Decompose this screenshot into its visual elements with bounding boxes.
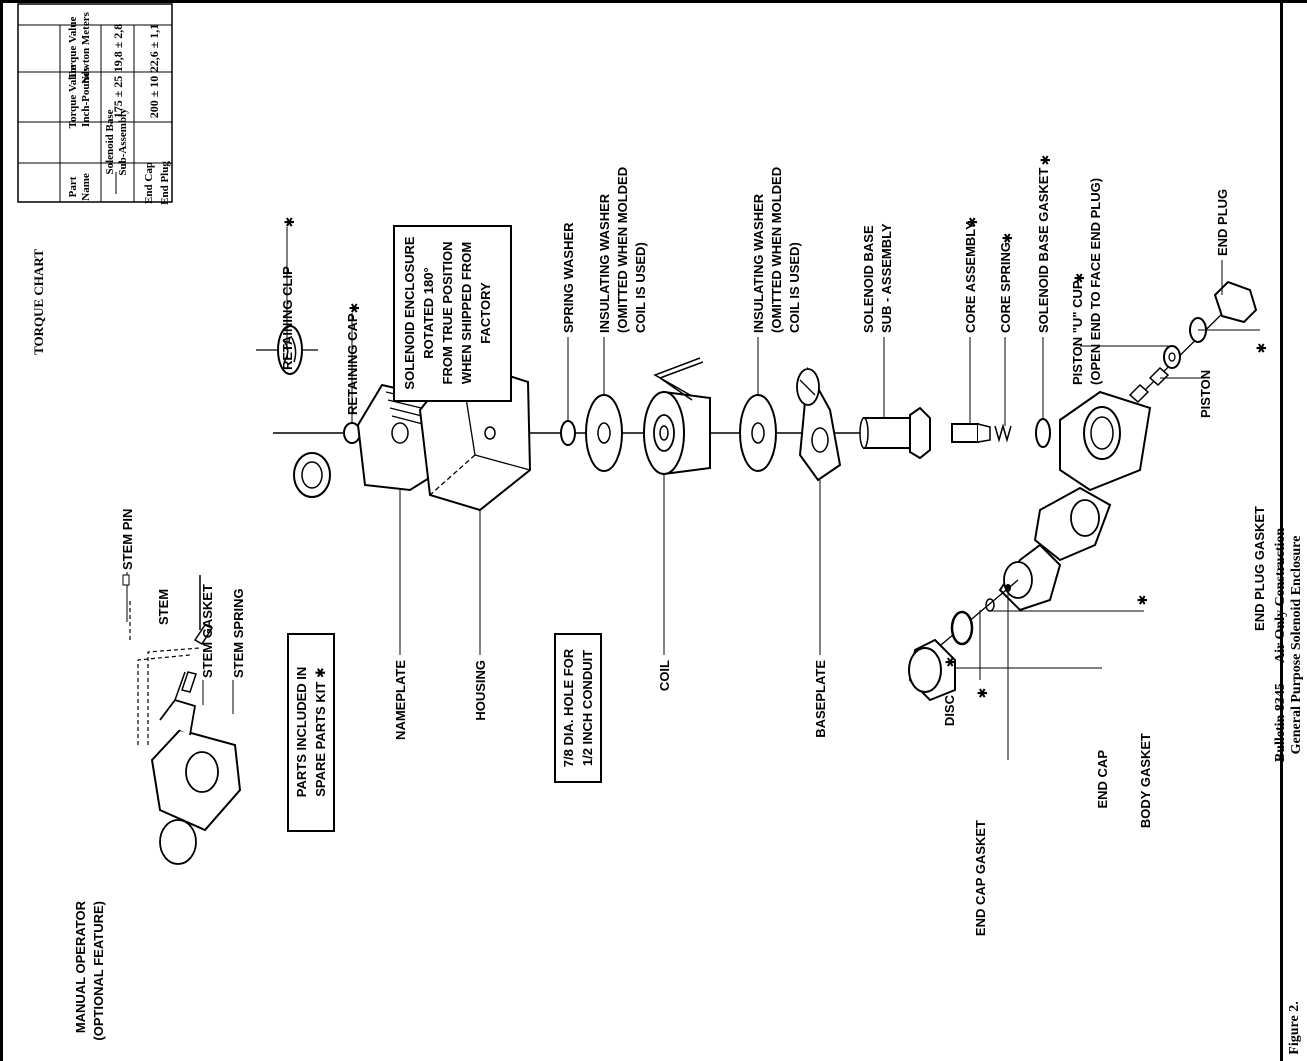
label-insulating-washer-2-note1: (OMITTED WHEN MOLDED — [769, 167, 784, 333]
label-end-plug-gasket-asterisk: ✱ — [1254, 343, 1269, 354]
label-solenoid-base-gasket: SOLENOID BASE GASKET — [1036, 168, 1051, 333]
conduit-box — [554, 633, 602, 783]
header-newton-meters: Torque ValueNewton Meters — [67, 11, 92, 83]
label-coil: COIL — [657, 660, 672, 691]
label-stem-spring: STEM SPRING — [231, 588, 246, 678]
label-core-assembly-asterisk: ✱ — [965, 217, 980, 228]
enclosure-note-line1: SOLENOID ENCLOSURE — [402, 236, 417, 389]
label-insulating-washer-1: INSULATING WASHER — [597, 193, 612, 333]
solenoid-base-part — [859, 337, 931, 460]
label-stem: STEM — [156, 589, 171, 625]
label-solenoid-base-gasket-asterisk: ✱ — [1038, 155, 1053, 166]
label-solenoid-base-2: SUB - ASSEMBLY — [879, 223, 894, 333]
insulating-washer-2-part — [739, 337, 777, 472]
label-housing: HOUSING — [473, 660, 488, 721]
label-disc-asterisk: ✱ — [943, 657, 958, 668]
torque-chart: TORQUE CHART PartName Torque ValueInch-P… — [17, 3, 173, 355]
label-piston-u-cup: PISTON "U" CUP — [1070, 280, 1085, 385]
label-disc: DISC — [942, 694, 957, 726]
label-piston-u-cup-note: (OPEN END TO FACE END PLUG) — [1088, 178, 1103, 385]
label-end-cap-gasket-asterisk: ✱ — [975, 688, 990, 699]
header-part-name: PartName — [67, 173, 92, 201]
piston-assembly-part — [1080, 260, 1260, 404]
frame-right-border — [1280, 0, 1283, 1061]
label-manual-operator: MANUAL OPERATOR — [73, 900, 88, 1033]
caption-line1: Bulletin 8345 — Air Only Construction — [1273, 528, 1288, 762]
label-nameplate: NAMEPLATE — [393, 660, 408, 740]
label-retaining-clip: RETAINING CLIP — [280, 266, 295, 370]
insulating-washer-1-part — [585, 337, 623, 472]
label-insulating-washer-2: INSULATING WASHER — [751, 193, 766, 333]
core-assembly-part — [951, 337, 991, 443]
label-end-plug: END PLUG — [1215, 189, 1230, 256]
spring-washer-part — [560, 337, 576, 446]
label-stem-gasket: STEM GASKET — [200, 584, 215, 678]
enclosure-rotated-box — [393, 225, 512, 402]
spare-kit-note-line2: SPARE PARTS KIT ✱ — [313, 667, 328, 797]
label-body-gasket-asterisk: ✱ — [1135, 595, 1150, 606]
label-solenoid-base-1: SOLENOID BASE — [861, 225, 876, 333]
conduit-note-line1: 7/8 DIA. HOLE FOR — [561, 648, 576, 767]
baseplate-part — [796, 366, 842, 655]
label-retaining-clip-asterisk: ✱ — [282, 217, 297, 228]
end-cap-part — [908, 579, 1144, 760]
figure-number: Figure 2. — [1287, 1001, 1302, 1054]
label-core-spring: CORE SPRING — [998, 242, 1013, 333]
header-inch-pounds: Torque ValueInch-Pounds — [67, 66, 92, 129]
label-baseplate: BASEPLATE — [813, 660, 828, 738]
row2-part-end-plug: End Plug — [159, 161, 171, 205]
label-piston: PISTON — [1198, 370, 1213, 418]
housing-part — [418, 358, 532, 655]
label-insulating-washer-1-note1: (OMITTED WHEN MOLDED — [615, 167, 630, 333]
label-insulating-washer-2-note2: COIL IS USED) — [787, 242, 802, 333]
label-piston-u-cup-asterisk: ✱ — [1072, 273, 1087, 284]
valve-body-part — [998, 390, 1152, 612]
retaining-cap-part — [293, 313, 361, 498]
retaining-clip-part — [256, 227, 318, 375]
label-retaining-cap: RETAINING CAP — [345, 313, 360, 415]
label-core-spring-asterisk: ✱ — [1000, 233, 1015, 244]
label-body-gasket: BODY GASKET — [1138, 733, 1153, 828]
enclosure-note-line4: WHEN SHIPPED FROM — [459, 242, 474, 384]
caption-line2: General Purpose Solenoid Enclosure — [1289, 536, 1304, 755]
manual-operator-part — [122, 572, 242, 865]
row2-inch-pounds: 200 ± 10 — [147, 76, 161, 119]
label-spring-washer: SPRING WASHER — [561, 222, 576, 333]
spare-kit-note-line1: PARTS INCLUDED IN — [294, 667, 309, 797]
label-end-plug-gasket: END PLUG GASKET — [1252, 506, 1267, 631]
row1-inch-pounds: 175 ± 25 — [111, 76, 125, 119]
row1-newton-meters: 19,8 ± 2,8 — [111, 24, 125, 73]
torque-chart-title: TORQUE CHART — [31, 249, 46, 355]
coil-part — [643, 357, 711, 655]
enclosure-note-line3: FROM TRUE POSITION — [440, 242, 455, 385]
conduit-note-line2: 1/2 INCH CONDUIT — [580, 650, 595, 766]
row2-newton-meters: 22,6 ± 1,1 — [147, 24, 161, 73]
label-insulating-washer-1-note2: COIL IS USED) — [633, 242, 648, 333]
label-optional-feature: (OPTIONAL FEATURE) — [91, 901, 106, 1041]
label-core-assembly: CORE ASSEMBLY — [963, 221, 978, 333]
label-stem-pin: STEM PIN — [120, 509, 135, 570]
spare-kit-box — [287, 633, 335, 832]
row2-part-end-cap: End Cap — [143, 162, 155, 204]
core-spring-part — [994, 337, 1012, 443]
label-end-cap-gasket: END CAP GASKET — [973, 820, 988, 936]
enclosure-note-line5: FACTORY — [478, 282, 493, 344]
row1-part: Solenoid BaseSub-Assembly — [104, 108, 129, 176]
solenoid-base-gasket-part — [1035, 337, 1051, 448]
label-end-cap: END CAP — [1095, 750, 1110, 809]
enclosure-note-line2: ROTATED 180° — [421, 267, 436, 358]
label-retaining-cap-asterisk: ✱ — [347, 303, 362, 314]
